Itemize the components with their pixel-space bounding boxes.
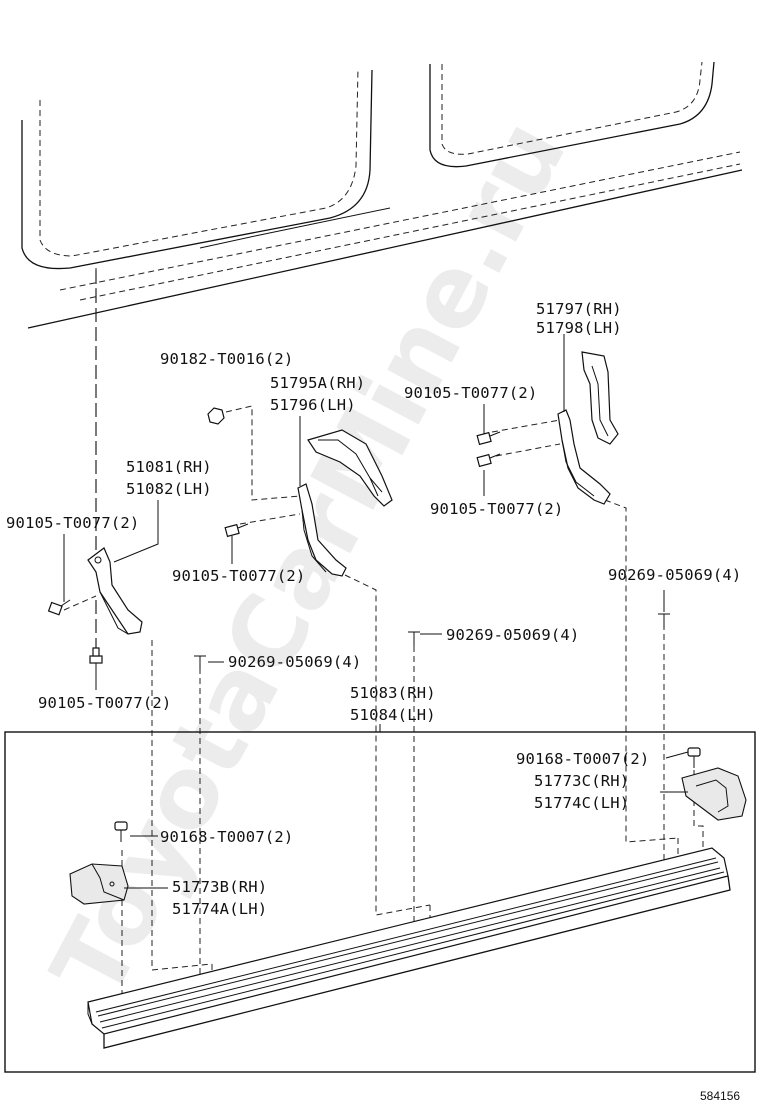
label-90269-right: 90269-05069(4) xyxy=(608,566,741,584)
bracket-51797 xyxy=(557,351,619,505)
label-51796-lh: 51796(LH) xyxy=(270,396,356,414)
label-90105-bottom: 90105-T0077(2) xyxy=(38,694,171,712)
screw-90269-c xyxy=(658,613,670,628)
label-51797-rh: 51797(RH) xyxy=(536,300,622,318)
label-90168-left: 90168-T0007(2) xyxy=(160,828,293,846)
label-90269-mid: 90269-05069(4) xyxy=(446,626,579,644)
screw-90168-b xyxy=(687,747,701,768)
frame-box xyxy=(4,731,756,1073)
diagram-number: 584156 xyxy=(700,1089,740,1103)
screw-90269-b xyxy=(408,631,420,646)
clip-90182 xyxy=(207,407,225,425)
bolt-90105-b xyxy=(476,453,501,468)
label-51798-lh: 51798(LH) xyxy=(536,319,622,337)
label-90269-left: 90269-05069(4) xyxy=(228,653,361,671)
label-90105-left: 90105-T0077(2) xyxy=(6,514,139,532)
label-51083-rh: 51083(RH) xyxy=(350,684,436,702)
label-51795a-rh: 51795A(RH) xyxy=(270,374,365,392)
end-cap-51773b xyxy=(69,863,129,905)
label-51773c-rh: 51773C(RH) xyxy=(534,772,629,790)
label-90182: 90182-T0016(2) xyxy=(160,350,293,368)
vehicle-body-outline xyxy=(21,61,743,329)
label-90105-upper: 90105-T0077(2) xyxy=(404,384,537,402)
leader-lines xyxy=(63,334,689,889)
screw-90168-a xyxy=(114,821,128,842)
label-51081-rh: 51081(RH) xyxy=(126,458,212,476)
bolt-90105-e xyxy=(89,647,103,674)
callouts: 51797(RH) 51798(LH) 90182-T0016(2) 51795… xyxy=(6,300,741,918)
label-90105-center: 90105-T0077(2) xyxy=(172,567,305,585)
bolt-90105-d xyxy=(47,599,71,616)
label-51774c-lh: 51774C(LH) xyxy=(534,794,629,812)
label-90105-mid: 90105-T0077(2) xyxy=(430,500,563,518)
running-board xyxy=(87,847,731,1049)
label-51773b-rh: 51773B(RH) xyxy=(172,878,267,896)
screw-90269-a xyxy=(194,655,206,670)
bracket-51081 xyxy=(87,547,143,635)
end-cap-51773c xyxy=(681,767,747,821)
label-51082-lh: 51082(LH) xyxy=(126,480,212,498)
bolt-90105-a xyxy=(476,431,501,446)
label-51084-lh: 51084(LH) xyxy=(350,706,436,724)
guide-lines xyxy=(63,270,704,1012)
label-90168-right: 90168-T0007(2) xyxy=(516,750,649,768)
label-51774a-lh: 51774A(LH) xyxy=(172,900,267,918)
bolt-90105-c xyxy=(224,523,249,538)
bracket-51795a xyxy=(297,429,393,577)
